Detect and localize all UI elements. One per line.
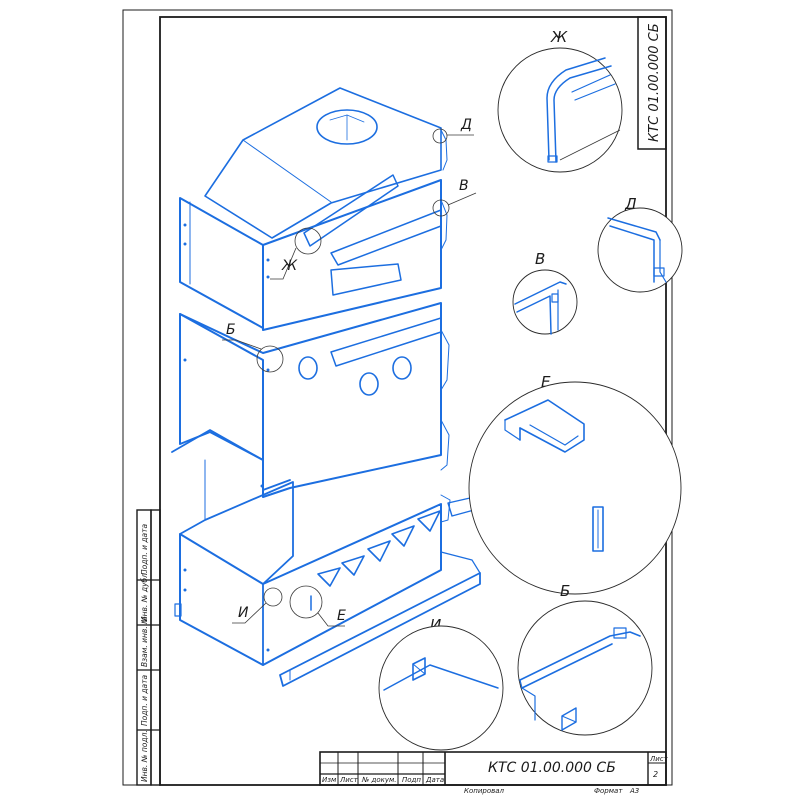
top-section: [179, 87, 448, 331]
stamp-field-2: Инв. № дубл.: [140, 571, 149, 622]
detail-label-e: Е: [541, 373, 551, 391]
stamp-field-4: Подп. и дата: [140, 675, 149, 726]
leader-e: [317, 612, 345, 627]
callout-label-zh: Ж: [281, 258, 298, 274]
detail-view-zh: Ж: [497, 28, 623, 173]
leader-i: [232, 602, 267, 624]
format-value: А3: [629, 787, 639, 795]
col-list: Лист: [339, 776, 359, 784]
callout-circle-d: [432, 128, 448, 144]
col-izm: Изм: [322, 776, 337, 784]
rotated-code-box: КТС 01.00.000 СБ: [637, 16, 667, 150]
callout-label-i: И: [238, 605, 249, 621]
detail-view-b: Б: [517, 582, 653, 736]
bottom-section: [174, 481, 481, 687]
stamp-field-1: Подп. и дата: [140, 524, 149, 575]
leader-b: [222, 339, 262, 350]
document-code: КТС 01.00.000 СБ: [488, 760, 616, 776]
format-label: Формат: [594, 787, 623, 795]
callout-label-b: Б: [226, 322, 236, 338]
detail-view-i: И: [378, 616, 504, 751]
sheet-number: 2: [653, 770, 658, 779]
callout-circle-v: [432, 199, 450, 217]
callout-circle-b: [256, 345, 284, 373]
col-data: Дата: [425, 776, 444, 784]
col-podp: Подп: [402, 776, 421, 784]
detail-label-b: Б: [560, 582, 570, 600]
stamp-field-5: Инв. № подл.: [140, 730, 149, 782]
detail-view-d: Д: [597, 195, 683, 293]
callout-label-v: В: [459, 178, 469, 194]
stamp-field-3: Взам. инв. №: [140, 616, 149, 667]
detail-label-i: И: [430, 616, 441, 634]
callout-circle-zh: [294, 227, 322, 255]
detail-label-zh: Ж: [550, 28, 568, 46]
assembly-isometric: Ж Д В Б И Е: [171, 87, 481, 687]
detail-view-v: В: [512, 250, 578, 335]
col-doc: № докум.: [361, 776, 397, 784]
leader-v: [447, 192, 477, 206]
middle-section: [171, 302, 450, 521]
callout-label-e: Е: [337, 608, 346, 624]
title-block: Изм Лист № докум. Подп Дата КТС 01.00.00…: [319, 751, 669, 786]
copied-label: Копировал: [464, 787, 505, 795]
detail-label-v: В: [535, 250, 545, 268]
callout-label-d: Д: [460, 117, 472, 133]
side-stamp: Подп. и дата Инв. № дубл. Взам. инв. № П…: [136, 509, 161, 786]
callout-circle-e: [289, 585, 323, 619]
svg-text:КТС 01.00.000 СБ: КТС 01.00.000 СБ: [647, 23, 662, 142]
sheet-label: Лист: [649, 755, 669, 763]
callout-circle-i: [263, 587, 283, 607]
leader-zh: [270, 247, 297, 280]
detail-view-e: Е: [468, 373, 682, 595]
